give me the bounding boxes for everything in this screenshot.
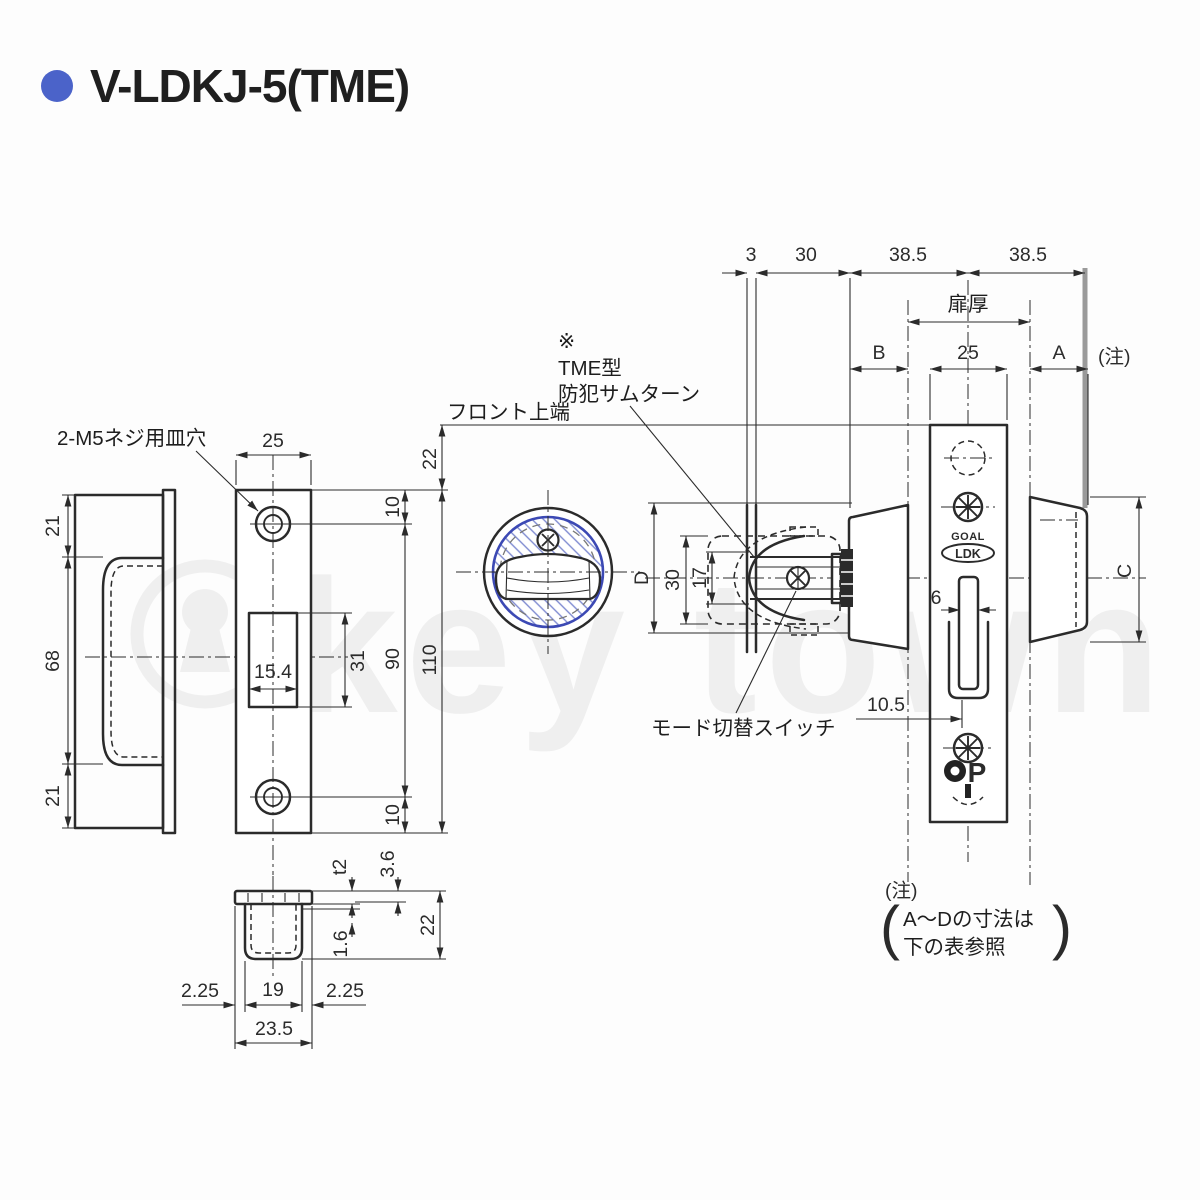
case-screw-top	[941, 491, 995, 523]
dim-plate-height: 110	[419, 644, 441, 675]
latch-bolt	[841, 549, 853, 607]
dim-front-offset: 22	[419, 448, 441, 470]
dim-ten5: 10.5	[867, 694, 905, 716]
thumbturn-side-view	[707, 526, 841, 636]
title-bullet-icon	[41, 70, 73, 102]
outside-knob	[1028, 495, 1089, 644]
dim-b: B	[872, 342, 885, 364]
dim-c: C	[1114, 564, 1136, 578]
brand-ldk: LDK	[955, 547, 981, 561]
tme-type: TME型	[558, 357, 622, 380]
strike-box-bottom-view: t2 3.6 1.6 22 2.25 19 2.25 23.5	[181, 850, 446, 1049]
note-line2: 下の表参照	[903, 936, 1006, 959]
tme-annotation: ※ TME型 防犯サムターン	[558, 330, 755, 558]
dim-gap: 1.6	[330, 930, 352, 957]
thumbturn-front-view	[456, 490, 640, 654]
dim-turn-base: 30	[662, 569, 684, 591]
dim-a: A	[1052, 342, 1065, 364]
case-screw-bottom	[943, 732, 993, 764]
mode-switch-label: モード切替スイッチ	[651, 717, 836, 740]
dim-lip: 3.6	[377, 850, 399, 877]
dim-box-depth: 22	[417, 914, 439, 936]
dim-plate-width: 25	[262, 430, 284, 452]
lock-body-side-view: D 30 17 GOAL LDK 6 10.5 P	[631, 280, 1146, 862]
paren-open: (	[880, 894, 900, 961]
dim-edge-left: 2.25	[181, 980, 219, 1002]
lever-slot-outer	[947, 620, 990, 700]
brand-goal: GOAL	[951, 531, 985, 543]
dim-screw-span: 90	[382, 648, 404, 670]
front-top-label: フロント上端	[447, 401, 570, 424]
dim-side-bot: 21	[42, 785, 64, 807]
paren-close: )	[1052, 894, 1072, 961]
note-bottom-red: (注)	[885, 880, 918, 902]
dim-hand-left: 38.5	[889, 244, 927, 266]
inside-rose	[847, 503, 910, 651]
note-top-red: (注)	[1098, 346, 1131, 368]
dim-hand-right: 38.5	[1009, 244, 1047, 266]
tme-name: 防犯サムターン	[558, 383, 700, 406]
door-thickness-label: 扉厚	[948, 293, 989, 316]
note-line1: A〜Dの寸法は	[903, 908, 1034, 931]
watermark: key town	[130, 541, 1169, 753]
strike-side-view: 21 68 21	[42, 488, 177, 835]
dim-side-top: 21	[42, 515, 64, 537]
title-block: V-LDKJ-5(TME)	[41, 60, 410, 112]
dim-backset: 30	[795, 244, 817, 266]
top-dimension-chain: 3 30 38.5 38.5	[722, 244, 1088, 508]
dim-inner-width: 19	[262, 979, 284, 1001]
dim-slot-width: 15.4	[254, 661, 292, 683]
dim-plate-t: t2	[329, 859, 351, 875]
mode-switch-annotation: モード切替スイッチ	[651, 590, 836, 740]
latch-slot	[247, 611, 299, 709]
dim-turn-grip: 17	[689, 567, 711, 589]
dim-slot-height: 31	[347, 650, 369, 672]
tme-mark: ※	[558, 330, 575, 353]
dim-d: D	[631, 571, 653, 585]
dim-slot6: 6	[931, 587, 942, 609]
dim-offset-bottom: 10	[382, 804, 404, 826]
dim-side-mid: 68	[42, 650, 64, 672]
dim-edge-right: 2.25	[326, 980, 364, 1002]
lever-slot-inner	[957, 575, 980, 691]
dim-total-width: 23.5	[255, 1018, 293, 1040]
cp-mark: P	[944, 757, 987, 806]
screw-note-label: 2-M5ネジ用皿穴	[57, 427, 206, 450]
cp-letter: P	[968, 757, 987, 788]
strike-plate-front-view: 15.4 25 31 10 90 10 22 110 2-M5ネジ用皿穴	[57, 425, 448, 875]
footnote: (注) ( A〜Dの寸法は 下の表参照 )	[880, 880, 1072, 961]
page-title: V-LDKJ-5(TME)	[90, 60, 409, 112]
dim-offset-top: 10	[382, 496, 404, 518]
front-top-annotation: フロント上端	[440, 401, 930, 426]
watermark-text: key town	[292, 541, 1169, 753]
dim-face-thickness: 3	[746, 244, 757, 266]
